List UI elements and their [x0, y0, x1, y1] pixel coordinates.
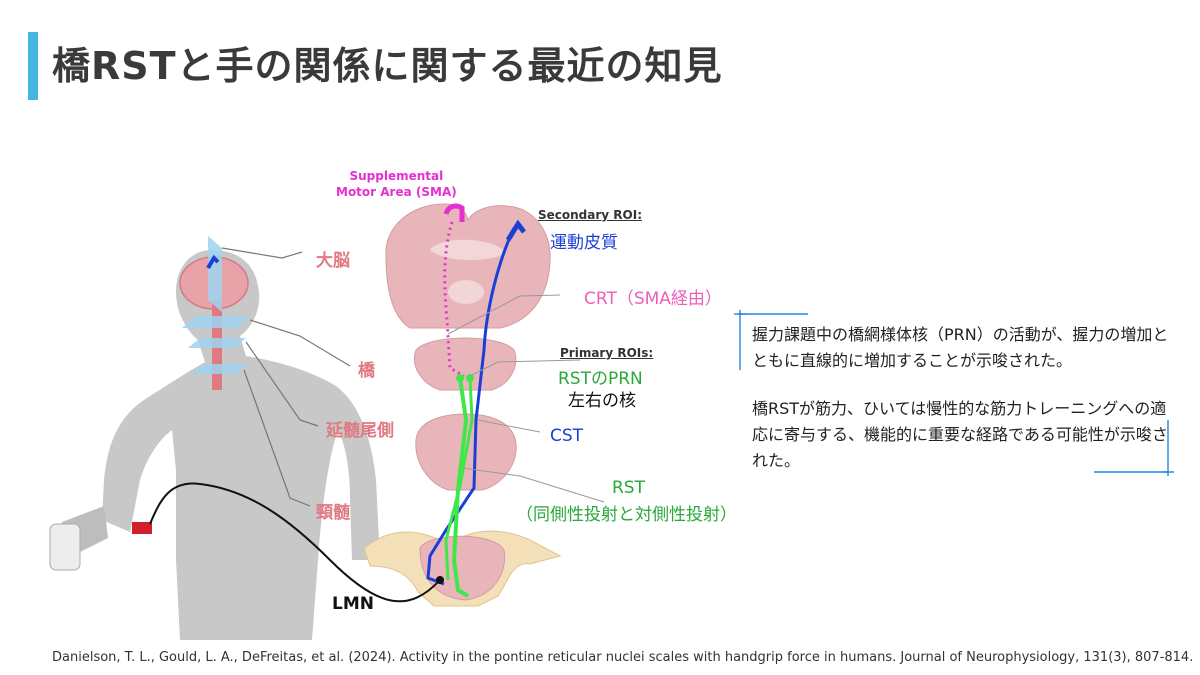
prn-left [456, 374, 464, 382]
primary-roi-label-1: RSTのPRN [558, 369, 643, 389]
sma-label: Supplemental Motor Area (SMA) [336, 169, 457, 199]
secondary-roi-heading: Secondary ROI: [538, 208, 642, 222]
rst-label-2: （同側性投射と対側性投射） [516, 505, 737, 525]
forearm-muscle [132, 522, 152, 534]
label-cerebrum: 大脳 [316, 251, 350, 271]
title-accent-bar [28, 32, 38, 100]
finding-paragraph-1: 握力課題中の橋網様体核（PRN）の活動が、握力の増加とともに直線的に増加すること… [752, 325, 1169, 370]
page-title: 橋RSTと手の関係に関する最近の知見 [52, 44, 723, 88]
prn-right [466, 374, 474, 382]
grip-device [49, 523, 81, 571]
finding-paragraph-2: 橋RSTが筋力、ひいては慢性的な筋力トレーニングへの適応に寄与する、機能的に重要… [752, 399, 1168, 470]
plane-cervical [192, 364, 248, 374]
sma-marker [206, 254, 220, 270]
crt-pathway [443, 221, 465, 378]
pons-section [414, 337, 517, 391]
secondary-roi-label: 運動皮質 [550, 233, 618, 253]
lmn-axon [149, 482, 441, 603]
text-box-corners [734, 310, 1174, 476]
citation: Danielson, T. L., Gould, L. A., DeFreita… [52, 650, 1194, 665]
rst-label-1: RST [612, 478, 645, 498]
cst-label: CST [550, 426, 584, 446]
plane-medulla [188, 338, 246, 348]
rst-pathway [451, 377, 470, 598]
plane-cerebrum [208, 236, 222, 312]
crt-label: CRT（SMA経由） [584, 289, 722, 309]
lmn-label: LMN [332, 594, 374, 614]
cortex-marker [505, 219, 526, 242]
rst-pathway-2 [444, 377, 474, 581]
sma-head [443, 203, 465, 222]
label-medulla: 延髄尾側 [326, 421, 394, 441]
label-pons: 橋 [358, 361, 375, 381]
primary-roi-label-2: 左右の核 [568, 391, 636, 411]
cortex-section [385, 203, 551, 329]
label-cervical: 頸髄 [316, 503, 350, 523]
plane-pons [182, 316, 250, 328]
leader-lines [221, 247, 351, 507]
primary-roi-heading: Primary ROIs: [560, 346, 654, 360]
spinal-cord-section [363, 530, 562, 607]
